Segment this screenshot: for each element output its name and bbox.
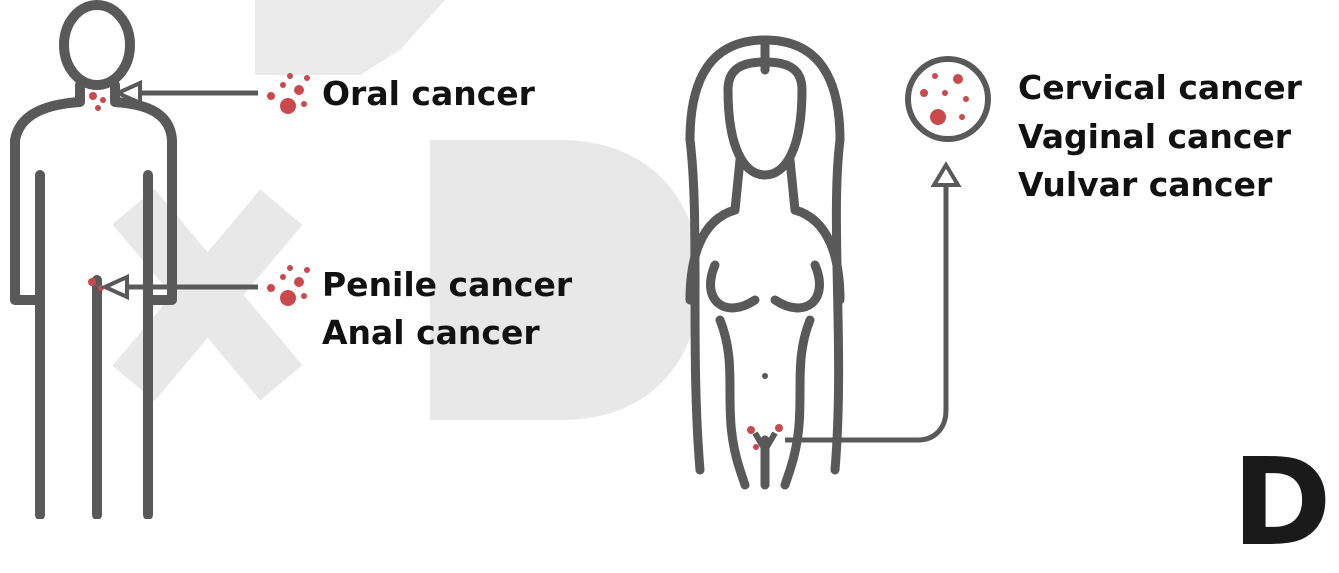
brand-logo: D: [1232, 444, 1332, 564]
penile-cell-cluster-icon: [267, 265, 310, 306]
vulvar-cancer-label: Vulvar cancer: [1018, 161, 1272, 209]
male-neck-marker: [89, 92, 106, 111]
watermark-logo: [112, 0, 700, 420]
oral-arrow: [118, 83, 258, 103]
hpv-cancer-diagram: Oral cancer Penile cancer Anal cancer Ce…: [0, 0, 1339, 519]
male-body-outline: [15, 5, 172, 515]
female-body-outline: [690, 40, 840, 485]
anal-cancer-label: Anal cancer: [322, 309, 540, 357]
oral-cell-cluster-icon: [267, 73, 310, 114]
cervical-cancer-label: Cervical cancer: [1018, 64, 1302, 112]
magnified-cells-icon: [908, 59, 988, 139]
penile-cancer-label: Penile cancer: [322, 261, 572, 309]
oral-cancer-label: Oral cancer: [322, 70, 535, 118]
navel-dot: [762, 373, 768, 379]
vaginal-cancer-label: Vaginal cancer: [1018, 113, 1291, 161]
